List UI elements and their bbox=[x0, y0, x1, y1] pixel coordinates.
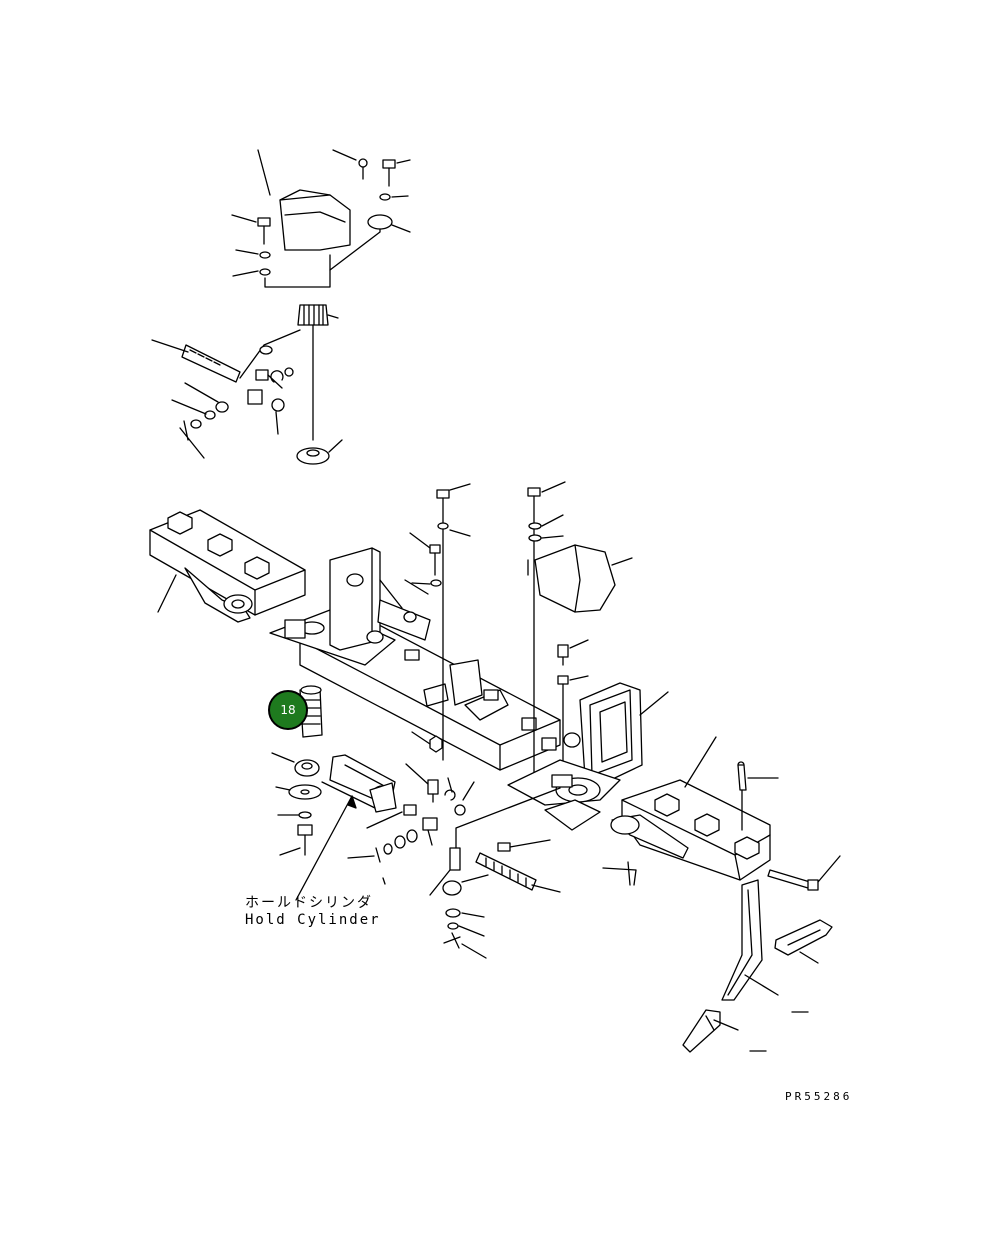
lower-left-parts bbox=[271, 685, 323, 856]
hold-cylinder-label-en: Hold Cylinder bbox=[245, 912, 381, 928]
callout-number: 18 bbox=[280, 703, 295, 717]
ripper-shank-and-tooth bbox=[682, 879, 833, 1053]
drawing-code: PR55286 bbox=[785, 1090, 852, 1103]
main-frame bbox=[149, 481, 841, 891]
left-linkage-parts bbox=[151, 329, 301, 459]
callout-badge-18[interactable]: 18 bbox=[268, 690, 308, 730]
hold-cylinder-label-jp: ホールドシリンダ bbox=[245, 895, 373, 911]
upper-bracket-assembly bbox=[231, 149, 411, 465]
hold-cylinder-part bbox=[295, 754, 397, 901]
lower-center-small-parts bbox=[347, 763, 561, 959]
